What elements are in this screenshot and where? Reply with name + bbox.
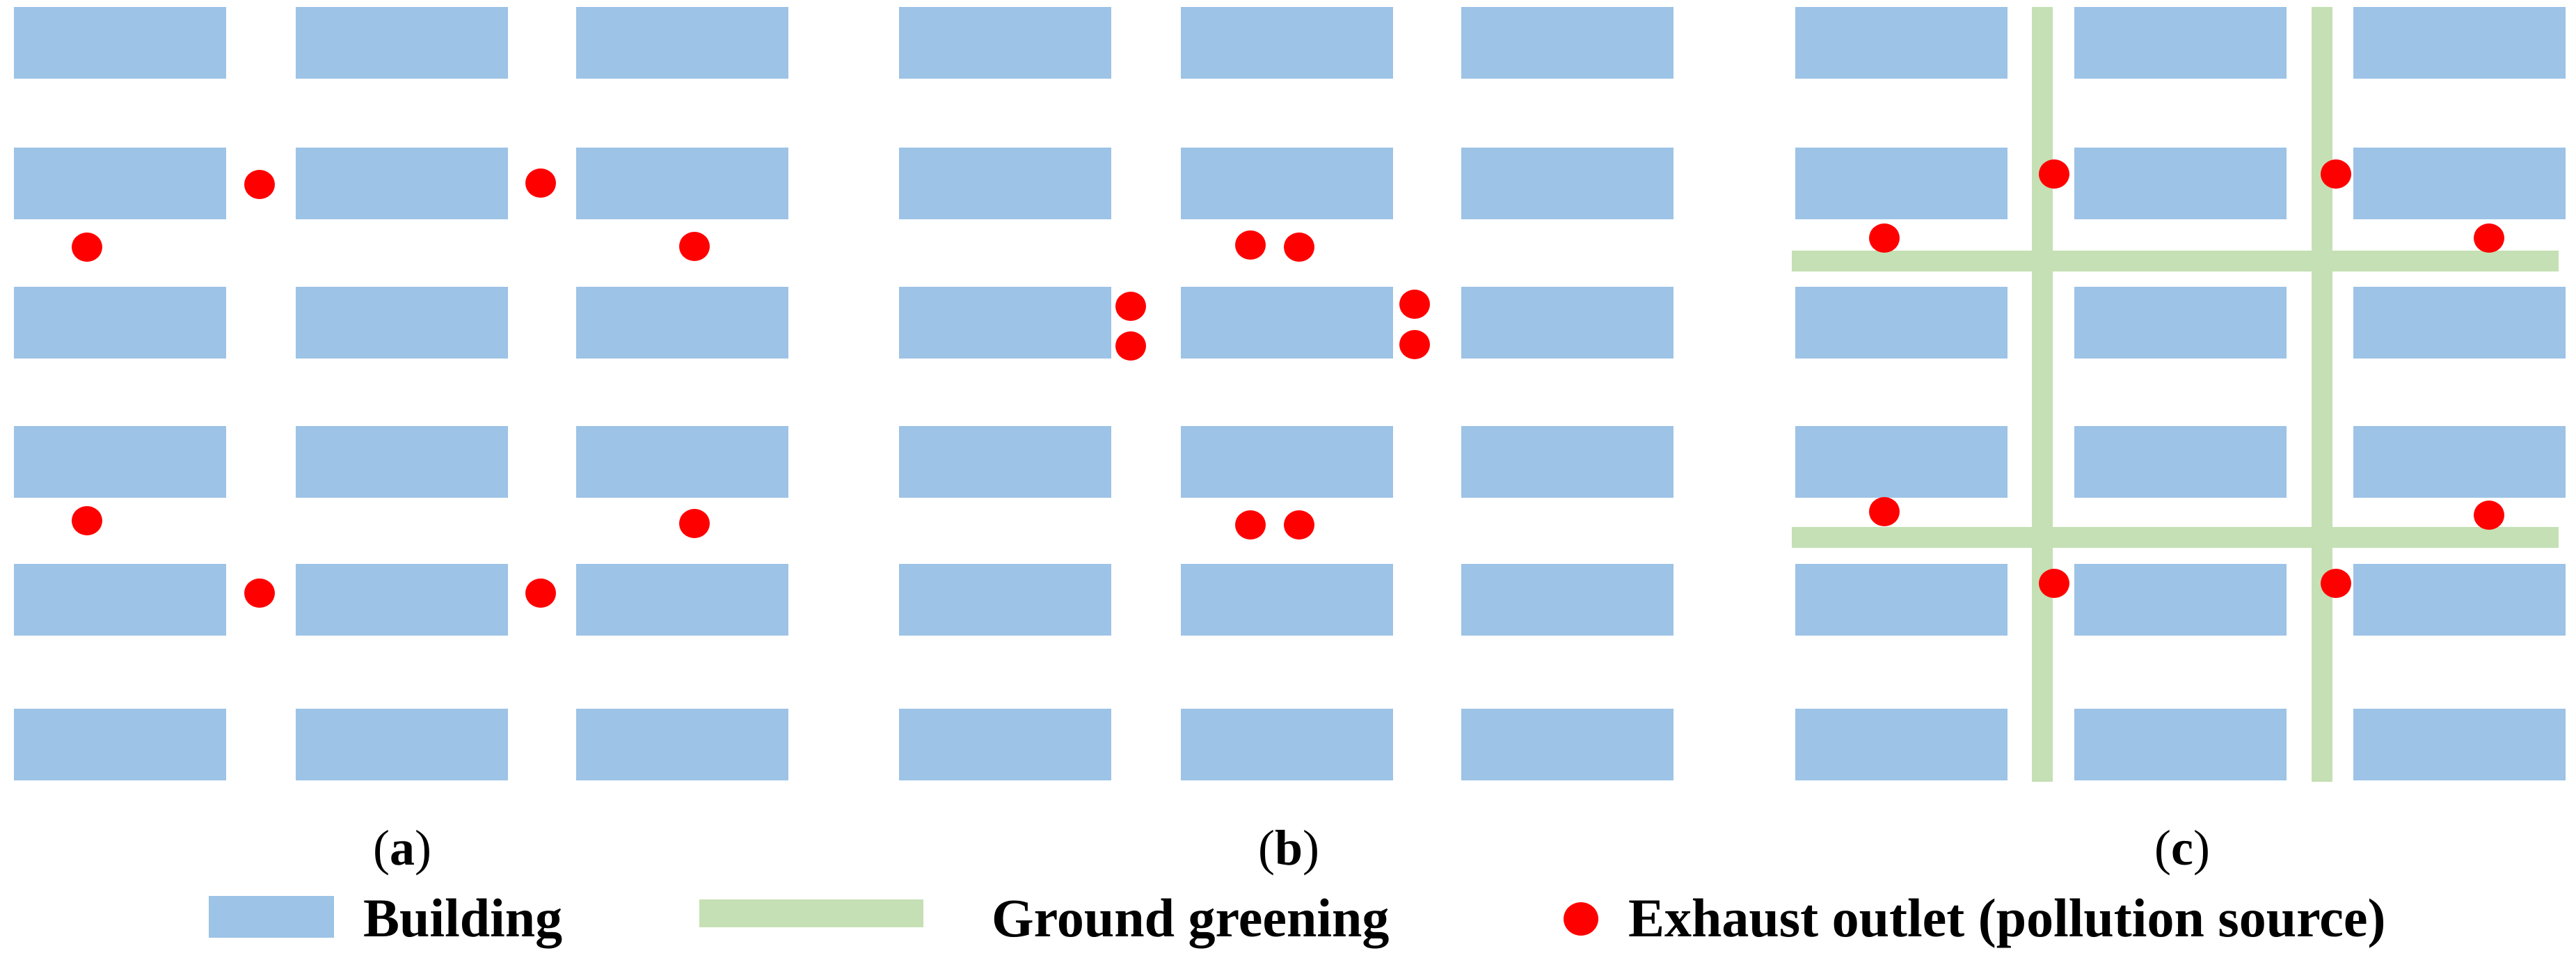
building — [576, 426, 788, 498]
building — [2353, 148, 2566, 219]
building — [1181, 564, 1393, 636]
building — [296, 7, 508, 79]
building — [576, 287, 788, 359]
building — [14, 426, 226, 498]
pollution-source — [1235, 510, 1266, 540]
panel-b — [899, 7, 1673, 780]
caption-b: (b) — [1258, 820, 1319, 876]
pollution-source — [1235, 230, 1266, 260]
building — [296, 709, 508, 780]
building — [1795, 287, 2007, 359]
building — [1181, 287, 1393, 359]
building — [1181, 426, 1393, 498]
building — [2074, 7, 2287, 79]
building — [14, 7, 226, 79]
panel-a — [14, 7, 788, 780]
building — [1461, 426, 1673, 498]
building — [296, 148, 508, 219]
pollution-source — [72, 233, 102, 262]
pollution-source — [244, 579, 275, 608]
building — [2353, 709, 2566, 780]
building — [2074, 287, 2287, 359]
pollution-source — [2474, 223, 2504, 253]
building — [1461, 564, 1673, 636]
pollution-source — [679, 509, 710, 538]
building — [576, 564, 788, 636]
building — [14, 564, 226, 636]
pollution-source — [1869, 497, 1900, 526]
greening-strip — [2032, 7, 2053, 782]
pollution-source — [2321, 569, 2351, 598]
pollution-source — [1399, 330, 1430, 359]
building — [14, 287, 226, 359]
pollution-source — [72, 506, 102, 535]
building — [14, 709, 226, 780]
building — [2074, 709, 2287, 780]
building — [899, 287, 1111, 359]
building — [2074, 148, 2287, 219]
pollution-source — [1115, 292, 1146, 321]
pollution-source — [525, 579, 556, 608]
building — [899, 7, 1111, 79]
building — [1795, 148, 2007, 219]
building — [899, 564, 1111, 636]
pollution-source — [1399, 290, 1430, 319]
pollution-source — [2039, 569, 2069, 598]
greening-strip — [1792, 527, 2559, 548]
pollution-source — [1284, 233, 1314, 262]
building — [2074, 426, 2287, 498]
legend-building-swatch — [209, 896, 334, 938]
legend-pollution-marker — [1564, 902, 1598, 936]
caption-c: (c) — [2154, 820, 2210, 876]
building — [296, 564, 508, 636]
building — [576, 709, 788, 780]
building — [296, 287, 508, 359]
legend-greening-label: Ground greening — [992, 888, 1389, 948]
legend-greening-swatch — [699, 899, 923, 927]
pollution-source — [1115, 331, 1146, 361]
building — [1181, 709, 1393, 780]
pollution-source — [2039, 159, 2069, 189]
building — [1181, 7, 1393, 79]
pollution-source — [1869, 223, 1900, 253]
pollution-source — [2321, 159, 2351, 189]
pollution-source — [2474, 501, 2504, 530]
building — [2353, 287, 2566, 359]
building — [1795, 709, 2007, 780]
building — [14, 148, 226, 219]
building — [1795, 564, 2007, 636]
building — [1461, 709, 1673, 780]
building — [1461, 7, 1673, 79]
building — [899, 426, 1111, 498]
pollution-source — [525, 168, 556, 198]
pollution-source — [244, 170, 275, 199]
caption-a: (a) — [373, 820, 431, 876]
greening-strip — [2312, 7, 2332, 782]
legend-building-label: Building — [363, 888, 562, 948]
building — [576, 7, 788, 79]
legend: Building Ground greening Exhaust outlet … — [209, 888, 2386, 948]
building — [576, 148, 788, 219]
building — [2353, 426, 2566, 498]
building — [1461, 148, 1673, 219]
building — [2353, 7, 2566, 79]
building — [899, 148, 1111, 219]
pollution-source — [679, 232, 710, 261]
building — [1795, 426, 2007, 498]
building — [2074, 564, 2287, 636]
building — [1795, 7, 2007, 79]
building — [1181, 148, 1393, 219]
greening-strip — [1792, 251, 2559, 272]
panel-c — [1792, 7, 2566, 782]
legend-pollution-label: Exhaust outlet (pollution source) — [1628, 888, 2386, 948]
building — [296, 426, 508, 498]
building — [1461, 287, 1673, 359]
building — [2353, 564, 2566, 636]
building — [899, 709, 1111, 780]
pollution-source — [1284, 510, 1314, 540]
